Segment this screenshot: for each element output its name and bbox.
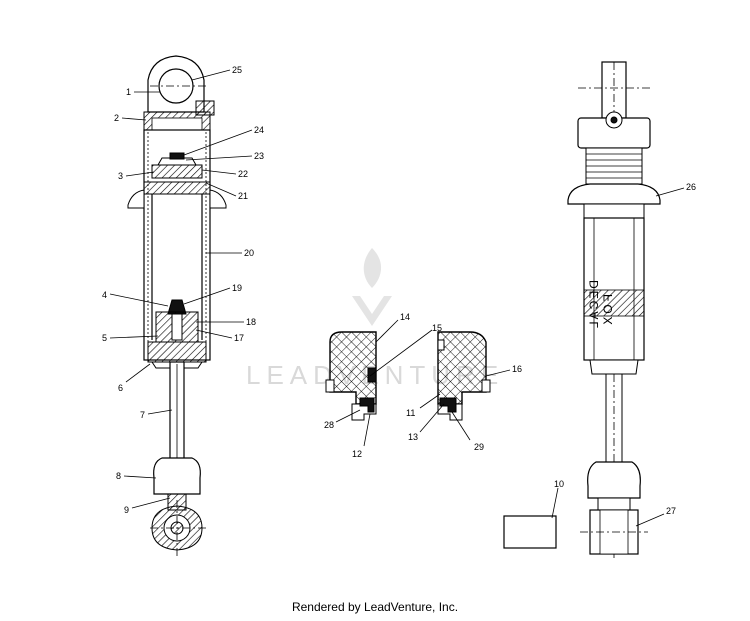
callout-4: 4 (102, 290, 107, 300)
callout-8: 8 (116, 471, 121, 481)
callout-3: 3 (118, 171, 123, 181)
callout-2: 2 (114, 113, 119, 123)
seal-detail (325, 331, 491, 421)
right-callouts: 26 27 10 (554, 182, 696, 516)
middle-callouts: 14 15 16 11 13 28 12 29 (324, 312, 522, 459)
callout-23: 23 (254, 151, 264, 161)
callout-12: 12 (352, 449, 362, 459)
callout-28: 28 (324, 420, 334, 430)
callout-1: 1 (126, 87, 131, 97)
left-leaders (109, 69, 253, 509)
callout-9: 9 (124, 505, 129, 515)
callout-13: 13 (408, 432, 418, 442)
callout-21: 21 (238, 191, 248, 201)
callout-15: 15 (432, 323, 442, 333)
callout-25: 25 (232, 65, 242, 75)
middle-leaders (335, 319, 511, 447)
decal-text-line2: FOX (601, 294, 615, 328)
callout-22: 22 (238, 169, 248, 179)
left-callouts: 1 2 3 4 5 6 7 8 9 17 18 19 20 21 22 23 2… (102, 65, 264, 515)
callout-18: 18 (246, 317, 256, 327)
callout-29: 29 (474, 442, 484, 452)
callout-11: 11 (406, 408, 415, 418)
decal-text-line1: DECAL (587, 280, 601, 330)
callout-6: 6 (118, 383, 123, 393)
callout-16: 16 (512, 364, 522, 374)
callout-17: 17 (234, 333, 244, 343)
callout-26: 26 (686, 182, 696, 192)
callout-7: 7 (140, 410, 145, 420)
callout-10: 10 (554, 479, 564, 489)
right-leaders (551, 187, 685, 527)
footer-credit: Rendered by LeadVenture, Inc. (291, 600, 459, 614)
callout-20: 20 (244, 248, 254, 258)
callout-27: 27 (666, 506, 676, 516)
callout-14: 14 (400, 312, 410, 322)
shock-external-view: DECAL FOX (503, 61, 661, 560)
callout-24: 24 (254, 125, 264, 135)
bushing (503, 515, 557, 549)
shock-cross-section (127, 55, 227, 556)
callout-19: 19 (232, 283, 242, 293)
threaded-section (585, 147, 643, 185)
callout-5: 5 (102, 333, 107, 343)
